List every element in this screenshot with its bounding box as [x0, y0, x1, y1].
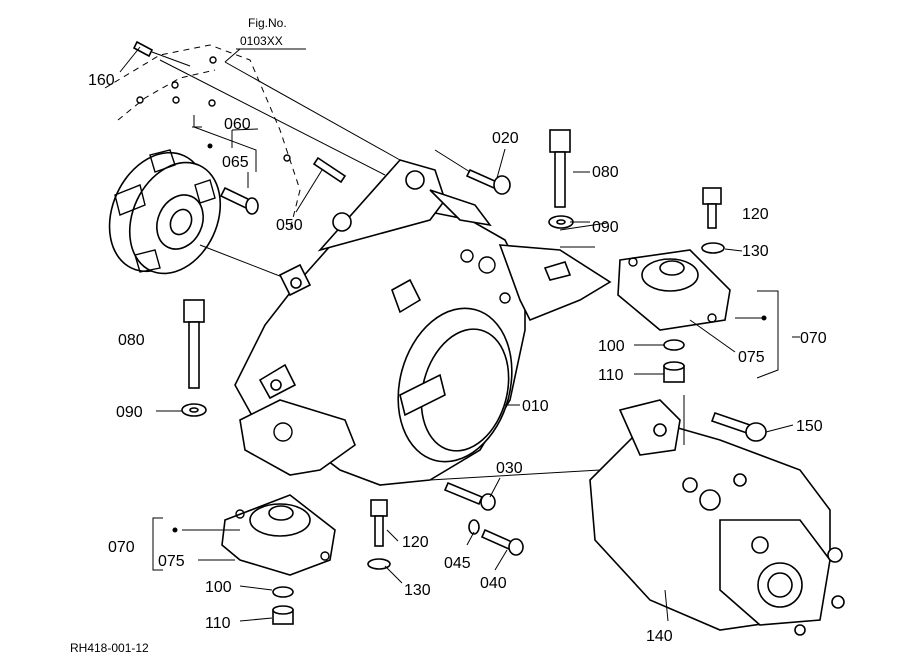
callout-045: 045 [444, 555, 471, 572]
bolt-080-left [181, 299, 207, 417]
callout-070-right: 070 [800, 330, 827, 347]
bolt-040 [480, 528, 524, 556]
frame-outline [104, 44, 401, 231]
group-dot-070-right [761, 315, 767, 321]
callout-010: 010 [522, 398, 549, 415]
group-dot-070-left [172, 527, 178, 533]
nut-110-right [663, 361, 685, 383]
callout-050: 050 [276, 217, 303, 234]
callout-130-top: 130 [742, 243, 769, 260]
bolt-120-bottom [367, 499, 391, 570]
callout-075-left: 075 [158, 553, 185, 570]
callout-075-right: 075 [738, 349, 765, 366]
callout-065: 065 [222, 154, 249, 171]
figure-reference: Fig.No. 0103XX [224, 16, 306, 63]
callout-030: 030 [496, 460, 523, 477]
pin-050 [312, 156, 347, 184]
callout-060: 060 [224, 116, 251, 133]
fig-no-label: Fig.No. [248, 16, 287, 30]
callout-labels: 160 060 065 050 020 080 090 120 130 070 … [88, 72, 827, 645]
callout-090-left: 090 [116, 404, 143, 421]
bolt-080-top [548, 129, 574, 229]
callout-080-top: 080 [592, 164, 619, 181]
callout-110-right: 110 [598, 367, 624, 384]
mount-075-right [617, 249, 731, 331]
fig-no-value: 0103XX [240, 34, 283, 48]
washer-100-right [663, 339, 685, 351]
bolt-020 [434, 149, 511, 195]
callout-080-left: 080 [118, 332, 145, 349]
callout-110-bottom: 110 [205, 615, 231, 632]
callout-120-top: 120 [742, 206, 769, 223]
group-dot-060 [207, 143, 213, 149]
nut-110-bottom [272, 605, 294, 625]
bolt-160 [132, 40, 191, 67]
leader-lines [119, 46, 800, 622]
drawing-code: RH418-001-12 [70, 641, 149, 655]
washer-100-bottom [272, 586, 294, 598]
callout-120-bottom: 120 [402, 534, 429, 551]
mount-075-left [221, 494, 336, 576]
callout-100-bottom: 100 [205, 579, 232, 596]
callout-160: 160 [88, 72, 115, 89]
callout-020: 020 [492, 130, 519, 147]
callout-150: 150 [796, 418, 823, 435]
housing-010 [234, 159, 612, 486]
callout-130-bottom: 130 [404, 582, 431, 599]
bolt-065 [219, 186, 259, 215]
washer-045 [468, 519, 480, 535]
callout-040: 040 [480, 575, 507, 592]
pump-140 [589, 395, 845, 636]
callout-140: 140 [646, 628, 673, 645]
callout-100-right: 100 [598, 338, 625, 355]
callout-070-left: 070 [108, 539, 135, 556]
bolt-150 [710, 411, 767, 442]
bolt-120-top [701, 187, 725, 254]
coupling-060 [108, 149, 291, 281]
callout-090-top: 090 [592, 219, 619, 236]
bolt-030 [443, 481, 496, 511]
